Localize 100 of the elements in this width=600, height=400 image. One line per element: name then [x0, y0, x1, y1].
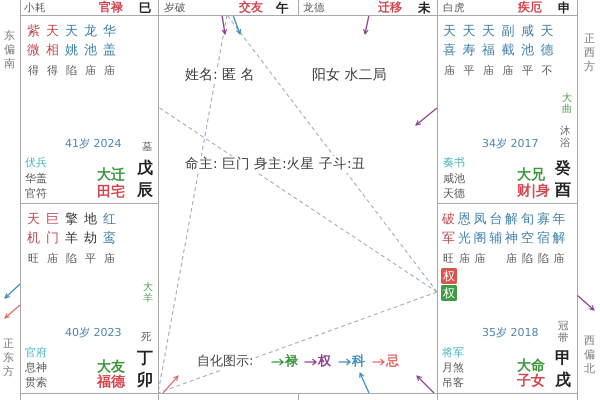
- star-name: 天德: [540, 23, 554, 60]
- legend-text: 权: [318, 354, 331, 370]
- minor-star-name: 月煞: [442, 361, 464, 375]
- star-name: 台辅: [489, 211, 504, 248]
- star-name: 紫微: [27, 23, 41, 60]
- minor-star-name: 大羊: [143, 282, 154, 304]
- minor-star-name: 官符: [25, 187, 47, 201]
- palace-cell: [20, 203, 159, 394]
- minor-star-name: 伏兵: [25, 156, 47, 170]
- star-name: 凤阁: [474, 211, 488, 248]
- brightness-text: 平: [85, 252, 96, 265]
- palace-cell: [437, 203, 578, 394]
- palace-name: 疾厄: [518, 0, 542, 14]
- star-name: 解神: [505, 211, 520, 248]
- direction-text: 东偏南: [4, 29, 16, 71]
- star-name: 龙池: [84, 23, 98, 60]
- stem-branch: 甲戌: [555, 347, 572, 391]
- palace-name: 官禄: [99, 0, 123, 14]
- brightness-text: 平: [522, 64, 533, 77]
- badge: 权: [441, 268, 457, 284]
- palace-cell: [20, 15, 159, 204]
- minor-star-name: 白虎: [443, 1, 465, 15]
- minor-star-name: 奏书: [443, 156, 465, 170]
- palace-name: 财|身: [517, 183, 550, 199]
- stem-branch: 丁卯: [137, 347, 154, 391]
- minor-star-name: 官府: [25, 346, 47, 360]
- stem-branch: 未: [418, 1, 431, 15]
- brightness-text: 得: [28, 64, 39, 77]
- palace-cell: [158, 0, 299, 16]
- star-name: 地劫: [84, 211, 98, 248]
- palace-cell: [298, 0, 438, 16]
- stage-text: 死: [141, 331, 153, 343]
- star-name: 咸池: [521, 23, 535, 60]
- minor-star-name: 小耗: [24, 1, 46, 15]
- star-name: 巨门: [46, 211, 60, 248]
- minor-star-name: 岁破: [164, 1, 186, 15]
- arrow: [232, 14, 242, 35]
- info-text: 阳女 水二局: [312, 67, 386, 84]
- palace-name: 福德: [97, 374, 125, 390]
- minor-star-name: 息神: [25, 361, 47, 375]
- star-name: 年解: [552, 211, 567, 248]
- info-text: 命主: 巨门 身主:火星 子斗:丑: [185, 156, 366, 173]
- brightness-text: 平: [464, 64, 474, 77]
- arrow: [4, 284, 20, 299]
- age-text: 40岁 2023: [65, 326, 122, 340]
- info-text: 姓名: 匿 名: [185, 67, 255, 84]
- star-name: 天姚: [65, 23, 79, 60]
- arrow: [221, 14, 228, 35]
- palace-name: 交友: [239, 0, 263, 14]
- arrow: [576, 294, 595, 311]
- minor-star-name: 华盖: [25, 172, 47, 186]
- minor-star-name: 将军: [442, 346, 464, 360]
- stem-branch: 巳: [139, 1, 152, 15]
- brightness-text: 庙: [47, 252, 58, 265]
- brightness-text: 陷: [538, 252, 549, 265]
- star-name: 天相: [46, 23, 60, 60]
- star-name: 红鸾: [103, 211, 117, 248]
- brightness-text: 陷: [66, 64, 77, 77]
- brightness-text: 庙: [104, 252, 115, 265]
- legend-text: 科: [352, 354, 365, 370]
- minor-star-name: 大曲: [562, 93, 573, 115]
- dashed-line: [158, 106, 438, 292]
- age-text: 35岁 2018: [482, 326, 538, 340]
- star-name: 华盖: [103, 23, 117, 60]
- star-name: 天福: [482, 23, 496, 60]
- brightness-text: 庙: [554, 252, 565, 265]
- palace-cell: [437, 15, 578, 204]
- legend-text: 忌: [386, 354, 399, 370]
- stage-text: 冠带: [558, 320, 570, 344]
- star-name: 寡宿: [536, 211, 551, 248]
- brightness-text: 庙: [502, 64, 514, 77]
- arrow: [162, 375, 179, 394]
- brightness-text: 庙: [85, 64, 96, 77]
- palace-name: 大迁: [97, 167, 125, 183]
- brightness-text: 陷: [522, 252, 533, 265]
- stage-text: 墓: [142, 141, 154, 153]
- palace-name: 子女: [517, 373, 545, 389]
- minor-star-name: 吊客: [442, 376, 464, 390]
- star-name: 旬空: [521, 211, 535, 248]
- stem-branch: 申: [558, 1, 571, 15]
- stem-branch: 戊辰: [137, 157, 154, 201]
- brightness-text: 庙: [458, 252, 470, 265]
- brightness-text: 庙: [483, 64, 494, 77]
- age-text: 34岁 2017: [482, 137, 538, 151]
- dashed-line: [158, 292, 438, 394]
- legend-text: 禄: [285, 354, 298, 370]
- direction-text: 西偏北: [584, 334, 596, 376]
- brightness-text: 旺: [443, 252, 454, 265]
- palace-name: 迁移: [378, 0, 402, 14]
- arrow: [359, 372, 370, 394]
- legend-title: 自化图示:: [197, 354, 254, 370]
- direction-text: 正西方: [584, 32, 596, 74]
- star-name: 天机: [27, 211, 41, 248]
- brightness-text: 旺: [28, 252, 39, 265]
- brightness-text: 庙: [104, 64, 115, 77]
- star-name: 恩光: [458, 211, 472, 248]
- arrow: [416, 375, 434, 394]
- brightness-text: 得: [47, 64, 58, 77]
- minor-star-name: 咸池: [443, 172, 465, 186]
- brightness-text: 庙: [474, 252, 486, 265]
